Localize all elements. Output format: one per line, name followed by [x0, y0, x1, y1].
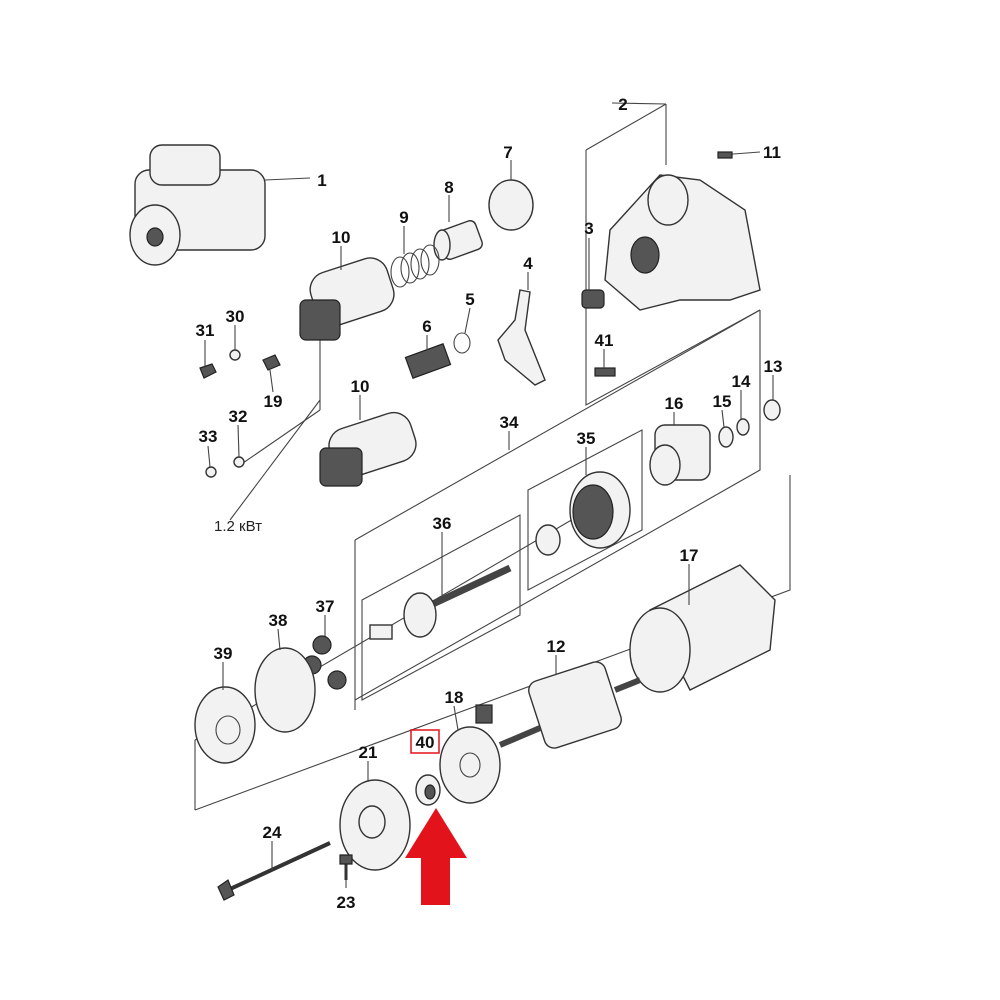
label-part-36: 36	[433, 514, 452, 533]
part-40-bearing	[415, 774, 441, 806]
part-39-shape	[194, 686, 256, 764]
part-8-shape	[433, 220, 483, 261]
label-part-34: 34	[500, 413, 519, 432]
starter-assembly	[129, 144, 311, 266]
label-part-33: 33	[199, 427, 218, 446]
part-24-bolt	[217, 841, 331, 901]
label-part-14: 14	[732, 372, 751, 391]
part-9-shape	[390, 244, 440, 288]
label-part-38: 38	[269, 611, 288, 630]
fasteners	[199, 349, 781, 478]
label-part-11: 11	[763, 143, 781, 162]
solenoid-upper	[299, 257, 395, 341]
part-23-screw	[339, 854, 353, 880]
label-part-13: 13	[764, 357, 783, 376]
label-part-2: 2	[618, 95, 627, 114]
label-part-31: 31	[196, 321, 215, 340]
label-part-18: 18	[445, 688, 464, 707]
highlight-box-part-40	[410, 729, 440, 754]
label-part-7: 7	[503, 143, 512, 162]
drive-end-housing	[604, 151, 761, 311]
part-36-shape	[369, 564, 512, 640]
label-part-10-lower: 10	[351, 377, 370, 396]
label-part-16: 16	[665, 394, 684, 413]
solenoid-lower	[319, 411, 417, 487]
label-part-21: 21	[359, 743, 378, 762]
part-12-shape	[498, 661, 642, 749]
label-part-35: 35	[577, 429, 596, 448]
label-part-5: 5	[465, 290, 474, 309]
label-part-41: 41	[595, 331, 614, 350]
label-part-37: 37	[316, 597, 335, 616]
part-3-shape	[581, 289, 605, 309]
label-part-3: 3	[584, 219, 593, 238]
label-part-40: 40	[416, 733, 435, 752]
label-part-24: 24	[263, 823, 282, 842]
label-part-4: 4	[523, 254, 533, 273]
red-arrow-indicator	[405, 808, 467, 905]
label-part-30: 30	[226, 307, 245, 326]
leader-lines	[204, 160, 774, 888]
label-part-1: 1	[317, 171, 326, 190]
label-part-15: 15	[713, 392, 732, 411]
power-rating-note: 1.2 кВт	[214, 518, 262, 535]
label-part-8: 8	[444, 178, 453, 197]
part-35-shape	[535, 471, 631, 556]
part-38-shape	[254, 647, 316, 733]
part-5-shape	[453, 332, 471, 354]
part-7-shape	[488, 179, 534, 231]
part-16-shape	[649, 424, 711, 486]
part-17-shape	[629, 564, 776, 693]
label-part-9: 9	[399, 208, 408, 227]
label-part-6: 6	[422, 317, 431, 336]
part-21-shape	[339, 779, 411, 871]
part-18-shape	[439, 704, 501, 804]
label-part-39: 39	[214, 644, 233, 663]
label-part-19: 19	[264, 392, 283, 411]
label-part-10-upper: 10	[332, 228, 351, 247]
part-6-shape	[404, 343, 452, 379]
label-part-23: 23	[337, 893, 356, 912]
part-41-shape	[594, 367, 616, 377]
label-part-32: 32	[229, 407, 248, 426]
part-4-shape	[497, 289, 546, 386]
label-part-17: 17	[680, 546, 699, 565]
label-part-12: 12	[547, 637, 566, 656]
